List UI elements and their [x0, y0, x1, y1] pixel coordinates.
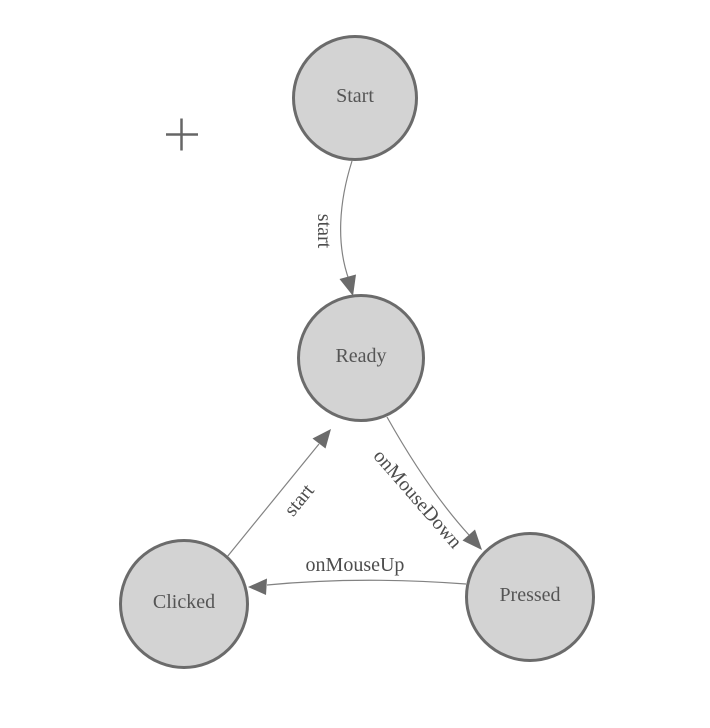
transition-label: onMouseUp	[306, 554, 405, 576]
arrowhead-icon	[248, 578, 267, 595]
state-label: Start	[336, 85, 374, 107]
state-circle	[297, 294, 425, 422]
state-node-start[interactable]: Start	[292, 35, 418, 161]
state-circle	[465, 532, 595, 662]
state-label: Ready	[335, 345, 386, 367]
transition-label: onMouseDown	[369, 445, 467, 553]
state-node-clicked[interactable]: Clicked	[119, 539, 249, 669]
transition-label: start	[280, 480, 319, 521]
transition-line	[386, 416, 470, 536]
state-circle	[292, 35, 418, 161]
arrowhead-icon	[312, 429, 331, 449]
state-circle	[119, 539, 249, 669]
transition-line	[266, 579, 467, 586]
transition-start-to-ready[interactable]: start	[313, 160, 356, 296]
transition-label: start	[313, 214, 335, 249]
state-label: Clicked	[153, 591, 215, 613]
state-node-ready[interactable]: Ready	[297, 294, 425, 422]
plus-crosshair-icon	[166, 118, 198, 151]
transition-ready-to-pressed[interactable]: onMouseDown	[369, 416, 482, 553]
transition-clicked-to-ready[interactable]: start	[226, 429, 331, 558]
state-node-pressed[interactable]: Pressed	[465, 532, 595, 662]
state-label: Pressed	[499, 584, 560, 606]
arrowhead-icon	[339, 274, 356, 296]
transition-line	[226, 443, 320, 558]
transition-line	[340, 160, 353, 281]
transition-pressed-to-clicked[interactable]: onMouseUp	[248, 554, 467, 595]
arrowhead-icon	[462, 529, 482, 550]
